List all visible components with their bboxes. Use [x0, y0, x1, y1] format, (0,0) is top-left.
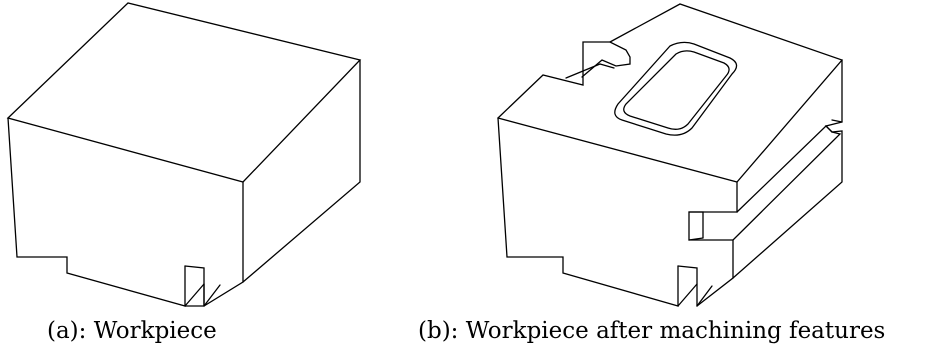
caption-workpiece-machined: (b): Workpiece after machining features [418, 318, 886, 344]
workpiece-b-drawing [497, 3, 844, 307]
workpiece-a-drawing [6, 2, 362, 307]
caption-workpiece: (a): Workpiece [47, 318, 217, 344]
